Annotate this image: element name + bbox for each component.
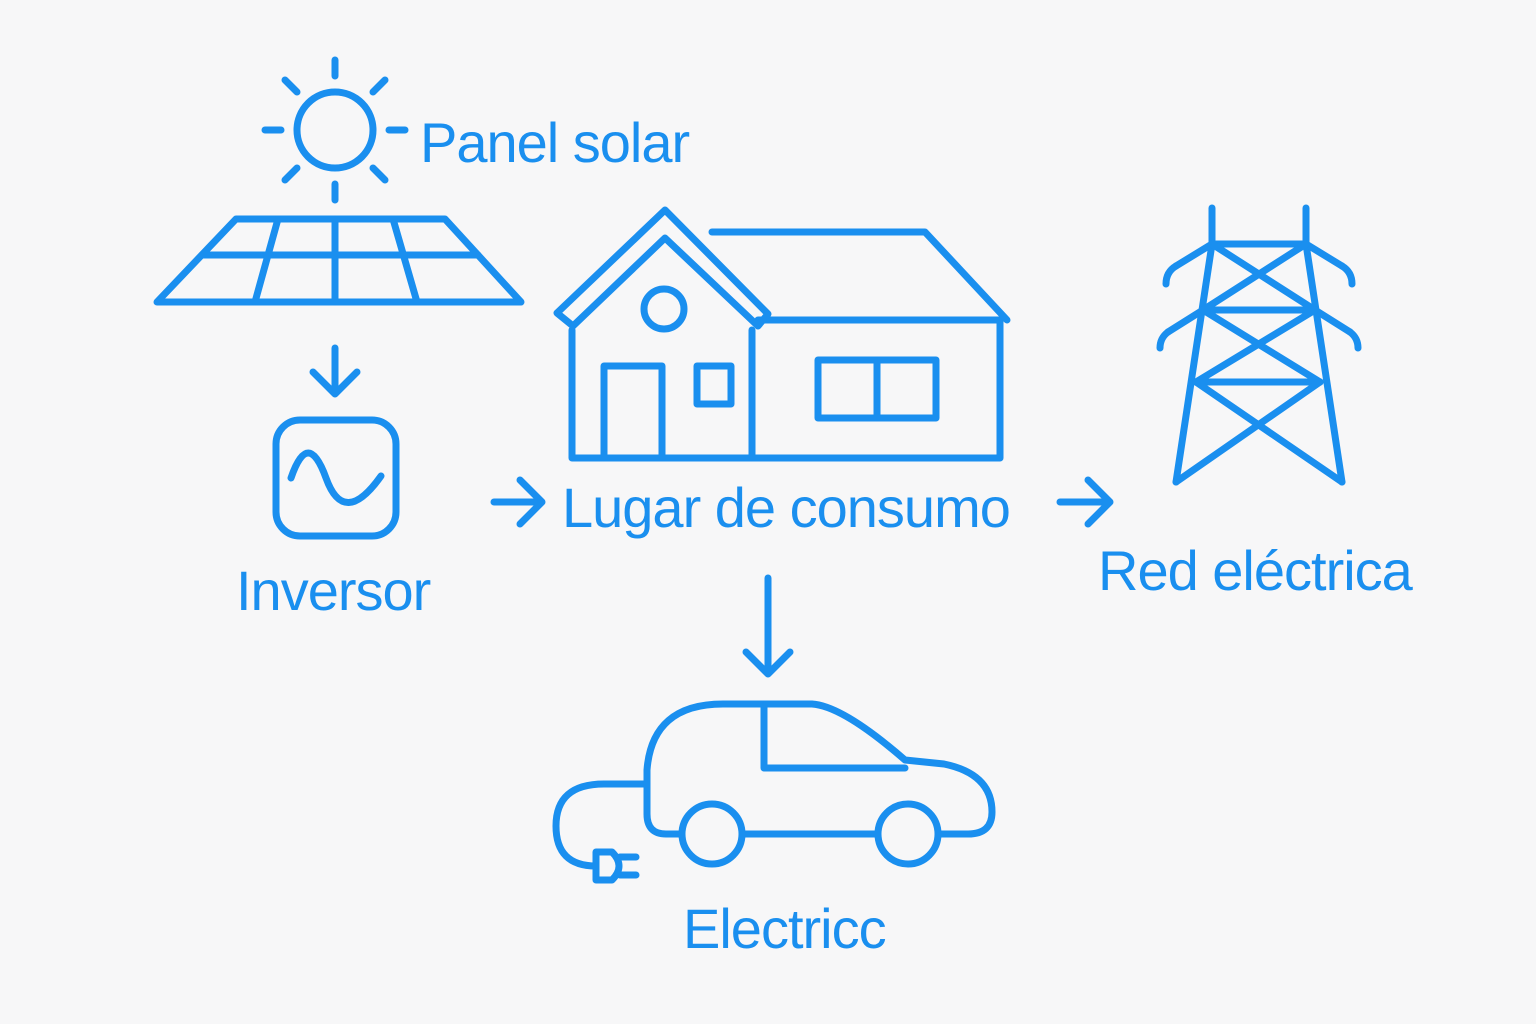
- electric-car-icon: [552, 700, 996, 870]
- inverter-icon: [272, 416, 400, 540]
- plug-icon: [592, 848, 640, 884]
- house-icon: [553, 206, 1011, 462]
- transmission-tower-icon: [1156, 204, 1362, 486]
- arrow-solar-to-inverter: [309, 344, 361, 398]
- arrow-inverter-to-home: [490, 476, 546, 528]
- car-label: Electricc: [683, 897, 886, 960]
- arrow-home-to-car: [742, 574, 794, 678]
- inverter-label: Inversor: [236, 559, 431, 622]
- solar-panel-icon: [153, 215, 525, 306]
- arrow-home-to-grid: [1056, 476, 1114, 528]
- solar-panel-label: Panel solar: [420, 111, 690, 174]
- home-label: Lugar de consumo: [562, 476, 1010, 539]
- grid-label: Red eléctrica: [1098, 539, 1414, 602]
- sun-icon: [261, 56, 409, 204]
